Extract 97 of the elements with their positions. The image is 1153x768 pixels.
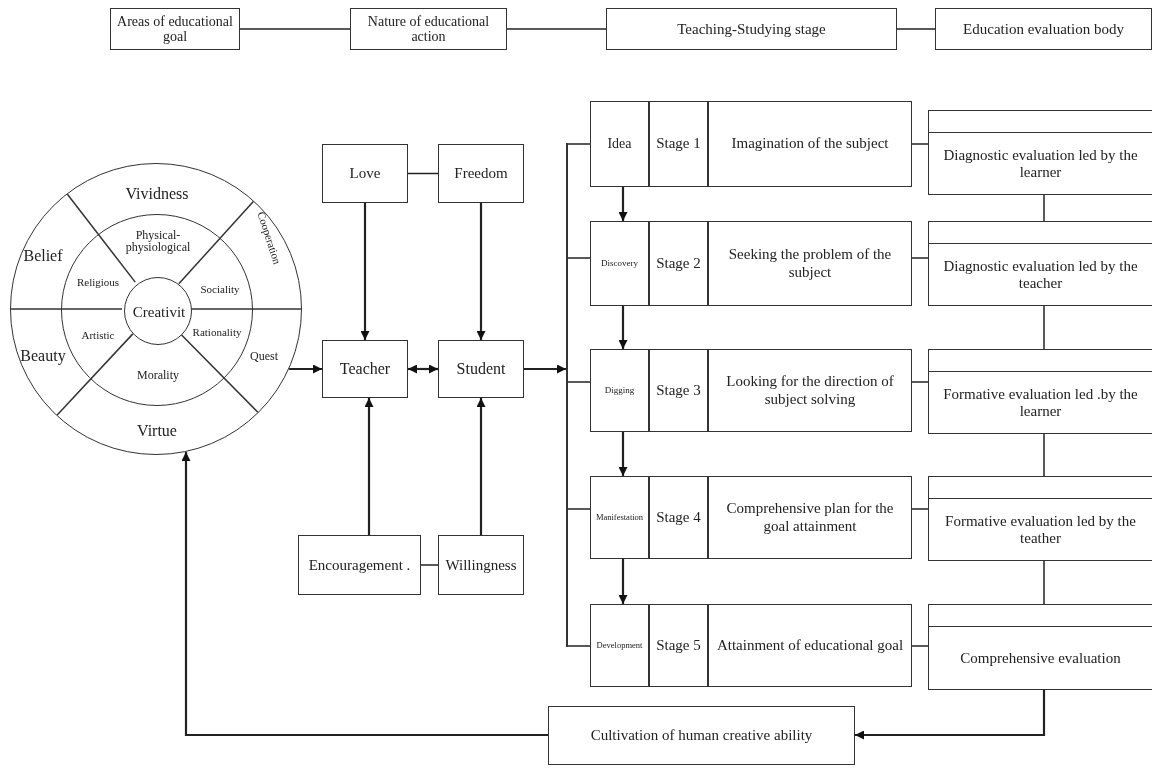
evaluation-label: Formative evaluation led .by the learner [942,386,1139,419]
box-label: Willingness [444,556,518,574]
evaluation-label: Diagnostic evaluation led by the teacher [942,258,1139,291]
arrow [618,306,628,349]
evaluation-label: Formative evaluation led by the teather [944,513,1137,546]
header-box [935,8,1152,50]
concept-box [322,144,408,203]
box-label: Nature of educational action [366,13,491,45]
connector-line [407,172,439,175]
ring-label: Sociality [200,283,240,295]
evaluation-box [928,349,1152,434]
connector-line [1043,194,1045,222]
connector-line [1043,305,1045,350]
stage-description: Attainment of educational goal [707,605,911,686]
ring-label: Religious [76,276,120,288]
connector-line [911,508,929,510]
box-label: Areas of educational goal [116,13,234,45]
concept-box [438,535,524,595]
ring-label: Artistic [81,329,115,341]
stage-name: Digging [603,384,636,398]
box-label: Education evaluation body [962,20,1125,38]
concept-box [298,535,421,595]
ring-label: Vividness [125,186,189,202]
ring-label: Rationality [192,326,242,338]
stage-name: Manifestation [594,510,645,524]
box-label: Encouragement . [307,556,412,574]
stage-row [590,476,912,559]
connector-line [911,381,929,383]
stage-description: Seeking the problem of the subject [707,222,911,305]
header-box [350,8,507,50]
connector-line [1043,433,1045,477]
connector-line [911,143,929,145]
arrow [289,364,322,374]
box-label: Teacher [338,360,392,378]
box-label: Freedom [453,165,509,182]
evaluation-label: Diagnostic evaluation led by the learner [942,147,1139,180]
evaluation-label: Comprehensive evaluation [959,649,1122,667]
connector-line [911,645,929,647]
header-box [606,8,897,50]
arrow [618,187,628,221]
connector-line [567,381,591,383]
connector-line [239,28,351,30]
role-box [322,340,408,398]
ring-label: Virtue [137,423,177,439]
role-box [438,340,524,398]
arrow [524,364,566,374]
evaluation-box [928,110,1152,195]
stage-name: Discovery [600,257,639,271]
stage-row [590,349,912,432]
stage-number: Stage 2 [648,222,707,305]
arrow [476,398,486,535]
ring-label: Morality [137,369,179,381]
arrow [360,203,370,340]
stage-row [590,221,912,306]
arrow [408,364,438,374]
stage-name: Development [595,638,644,652]
concept-box [438,144,524,203]
arrow [476,203,486,340]
stage-description: Comprehensive plan for the goal attainment [707,477,911,558]
ring-label: Quest [250,350,278,362]
connector-line [1043,560,1045,605]
stage-number: Stage 5 [648,605,707,686]
evaluation-box [928,476,1152,561]
stage-row [590,604,912,687]
ring-label: Beauty [20,348,66,364]
arrow [364,398,374,535]
stage-description: Looking for the direction of subject solving [707,350,911,431]
box-label: Love [348,165,382,182]
stage-number: Stage 4 [648,477,707,558]
connector-line [896,28,936,30]
connector-line [911,257,929,259]
connector-line [567,508,591,510]
ring-label: Physical-physiological [124,229,192,253]
stage-number: Stage 3 [648,350,707,431]
arrow [181,451,548,737]
stage-description: Imagination of the subject [707,102,911,186]
box-label: Cultivation of human creative ability [589,727,814,744]
arrow [855,690,1046,740]
stage-number: Stage 1 [648,102,707,186]
arrow [618,432,628,476]
connector-line [567,143,591,145]
arrow [618,559,628,604]
stage-name: Idea [606,134,633,153]
connector-line [567,257,591,259]
result-box [548,706,855,765]
center-label: Creativit [132,304,186,320]
center-circle [124,277,192,345]
box-label: Teaching-Studying stage [676,20,827,38]
header-box [110,8,240,50]
evaluation-box [928,604,1152,690]
ring-label: Belief [23,248,63,264]
evaluation-box [928,221,1152,306]
box-label: Student [455,360,507,378]
connector-line [506,28,607,30]
stage-row [590,101,912,187]
connector-line [420,564,439,566]
connector-line [567,645,591,647]
